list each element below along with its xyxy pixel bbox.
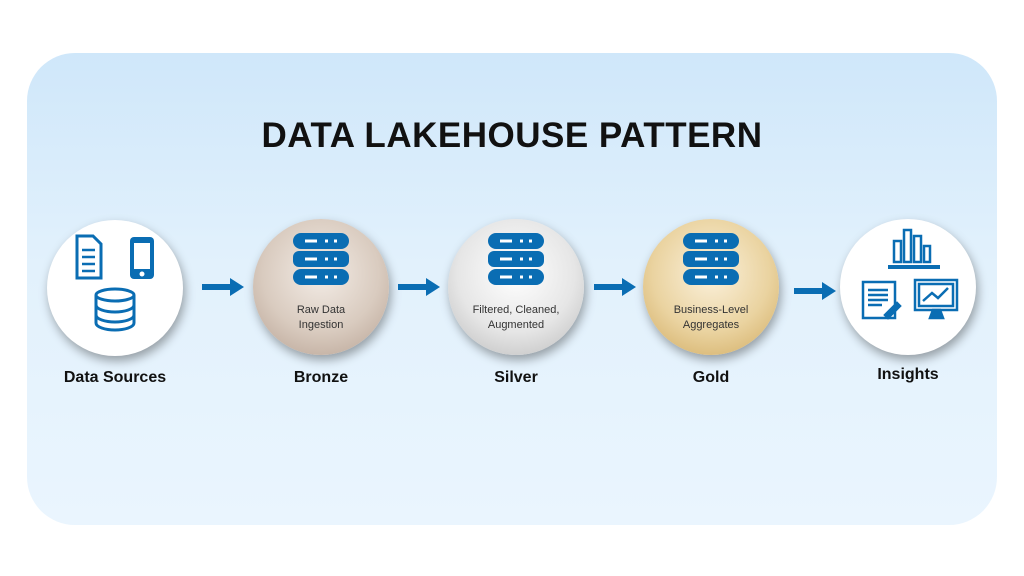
document-icon <box>75 234 103 280</box>
phone-icon <box>130 237 154 279</box>
gold-caption-line-2: Aggregates <box>682 319 740 331</box>
arrow-right-icon <box>202 278 244 296</box>
monitor-chart-icon <box>913 278 959 320</box>
stage-label-gold: Gold <box>692 369 730 386</box>
silver-node: Filtered, Cleaned, Augmented <box>448 219 584 355</box>
arrow-right-icon <box>794 282 836 300</box>
database-icon <box>683 233 739 285</box>
silver-caption-line-1: Filtered, Cleaned, <box>472 304 560 316</box>
silver-caption-line-2: Augmented <box>487 319 545 331</box>
stage-label-bronze: Bronze <box>293 369 349 386</box>
gold-caption-line-1: Business-Level <box>673 304 749 316</box>
database-icon <box>488 233 544 285</box>
diagram-title: DATA LAKEHOUSE PATTERN <box>261 116 763 155</box>
arrow-right-icon <box>594 278 636 296</box>
database-icon <box>94 287 136 332</box>
stage-label-silver: Silver <box>494 369 538 386</box>
arrow-right-icon <box>398 278 440 296</box>
insights-node <box>840 219 976 355</box>
database-icon <box>293 233 349 285</box>
insights-icons <box>861 228 959 320</box>
report-icon <box>861 280 902 320</box>
data-sources-icons <box>75 234 154 332</box>
stage-label-data-sources: Data Sources <box>63 369 167 386</box>
bronze-caption-line-2: Ingestion <box>298 319 344 331</box>
data-sources-node <box>47 220 183 356</box>
bar-chart-icon <box>888 228 940 269</box>
stage-label-insights: Insights <box>877 366 939 383</box>
bronze-caption-line-1: Raw Data <box>296 304 346 316</box>
